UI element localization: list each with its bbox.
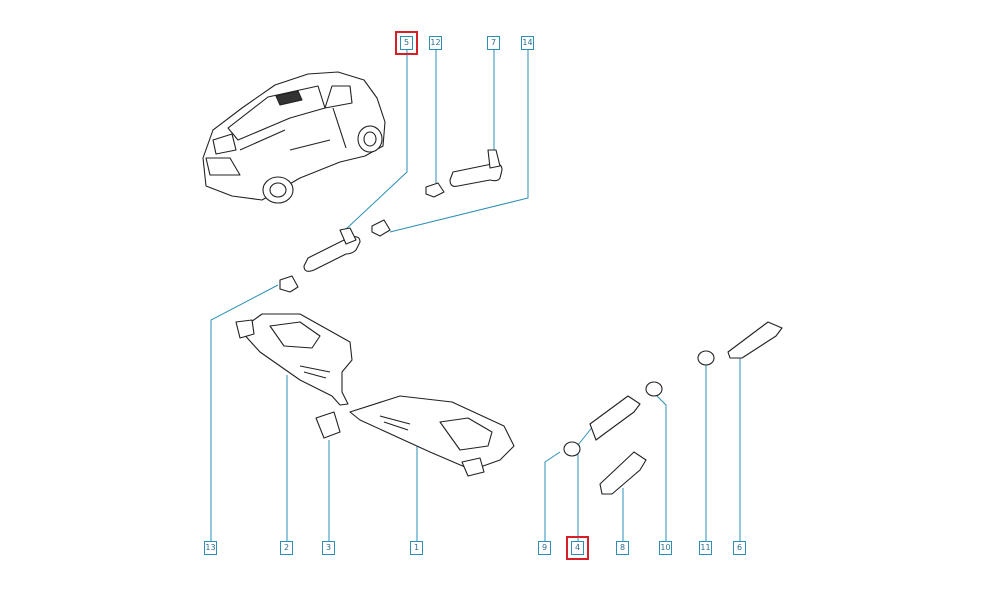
part-label-14[interactable]: 14 [521, 36, 534, 50]
clip-11 [697, 350, 715, 366]
clip-13 [279, 275, 299, 293]
sun-visors [235, 313, 515, 477]
grab-handle-6 [727, 321, 783, 359]
part-label-6[interactable]: 6 [733, 541, 746, 555]
car-illustration [202, 71, 386, 204]
sun-visor-1 [349, 395, 515, 471]
leader-line-4 [577, 424, 595, 541]
leader-line-13 [210, 284, 279, 541]
part-label-10[interactable]: 10 [659, 541, 672, 555]
vanity-mirror-2 [269, 321, 321, 349]
part-label-5[interactable]: 5 [395, 31, 418, 55]
leader-line-5 [344, 50, 408, 231]
grab-handle-7-mount [487, 149, 501, 169]
clip-9 [563, 441, 581, 457]
clip-10 [645, 381, 663, 397]
visor-clip-3 [315, 411, 341, 439]
leader-lines [210, 50, 741, 541]
part-label-9[interactable]: 9 [538, 541, 551, 555]
part-label-2[interactable]: 2 [280, 541, 293, 555]
part-label-8[interactable]: 8 [616, 541, 629, 555]
visor-2-hinge [235, 319, 255, 339]
part-label-13[interactable]: 13 [204, 541, 217, 555]
visor-1-hinge [461, 457, 485, 477]
leader-line-14 [389, 50, 529, 233]
clip-12 [425, 182, 445, 198]
vanity-mirror-1 [439, 417, 493, 451]
grab-handle-4 [589, 395, 641, 441]
leader-line-9 [544, 451, 561, 541]
part-label-12[interactable]: 12 [429, 36, 442, 50]
sun-visor-2 [239, 313, 353, 406]
grab-handle-5-mount [339, 227, 357, 245]
leader-line-10 [655, 394, 667, 541]
grab-handle-5 [303, 236, 361, 272]
clip-14 [371, 219, 391, 237]
part-label-11[interactable]: 11 [699, 541, 712, 555]
upper-parts [279, 149, 503, 293]
part-label-4[interactable]: 4 [566, 536, 589, 560]
part-label-1[interactable]: 1 [410, 541, 423, 555]
part-label-7[interactable]: 7 [487, 36, 500, 50]
grab-handle-8 [599, 451, 647, 495]
part-label-3[interactable]: 3 [322, 541, 335, 555]
rear-parts [563, 321, 783, 495]
